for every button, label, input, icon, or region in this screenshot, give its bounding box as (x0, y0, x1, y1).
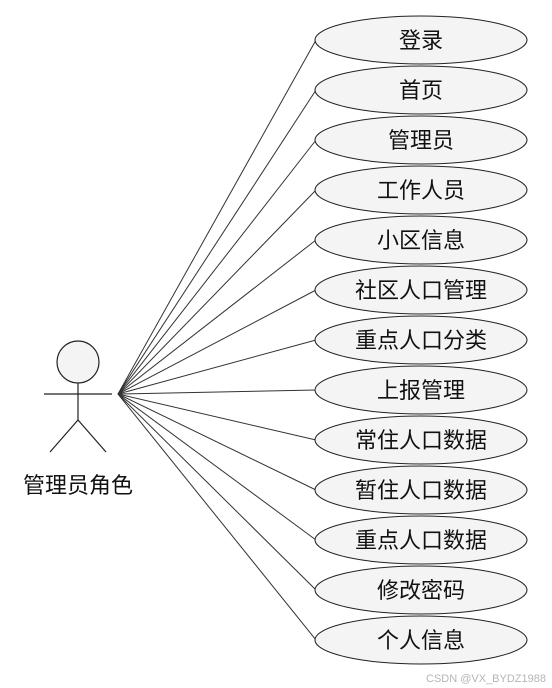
use-case-label: 上报管理 (377, 379, 465, 404)
association-lines (117, 39, 317, 641)
association-line-5 (117, 239, 317, 395)
association-line-4 (117, 189, 317, 395)
actor-left-leg (49, 419, 79, 453)
use-case-label: 社区人口管理 (355, 279, 487, 304)
use-case-ellipse (314, 365, 528, 415)
actor-head (56, 340, 100, 384)
actor-right-leg (77, 419, 107, 453)
watermark: CSDN @VX_BYDZ1988 (426, 673, 546, 685)
use-cases: 登录首页管理员工作人员小区信息社区人口管理重点人口分类上报管理常住人口数据暂住人… (314, 15, 528, 665)
use-case-label: 管理员 (388, 129, 454, 154)
use-case-label: 小区信息 (377, 229, 465, 254)
use-case-2: 首页 (314, 65, 528, 115)
use-case-label: 登录 (399, 29, 443, 54)
association-line-1 (117, 39, 317, 395)
use-case-label: 个人信息 (377, 629, 465, 654)
use-case-12: 修改密码 (314, 565, 528, 615)
use-case-label: 常住人口数据 (355, 429, 487, 454)
use-case-ellipse (314, 15, 528, 65)
association-line-3 (117, 139, 317, 395)
use-case-ellipse (314, 115, 528, 165)
association-line-6 (117, 289, 317, 395)
use-case-label: 修改密码 (377, 579, 465, 604)
use-case-label: 重点人口分类 (355, 329, 487, 354)
use-case-ellipse (314, 315, 528, 365)
association-line-11 (117, 393, 317, 541)
use-case-ellipse (314, 465, 528, 515)
association-line-9 (117, 393, 317, 441)
use-case-11: 重点人口数据 (314, 515, 528, 565)
use-case-6: 社区人口管理 (314, 265, 528, 315)
actor-label: 管理员角色 (23, 474, 133, 499)
use-case-1: 登录 (314, 15, 528, 65)
use-case-ellipse (314, 565, 528, 615)
association-line-13 (117, 393, 317, 641)
use-case-13: 个人信息 (314, 615, 528, 665)
use-case-ellipse (314, 265, 528, 315)
actor-figure: 管理员角色 (23, 340, 133, 499)
association-line-8 (117, 389, 317, 395)
use-case-10: 暂住人口数据 (314, 465, 528, 515)
use-case-ellipse (314, 415, 528, 465)
use-case-ellipse (314, 615, 528, 665)
use-case-ellipse (314, 215, 528, 265)
association-line-7 (117, 339, 317, 395)
association-line-2 (117, 89, 317, 395)
association-line-10 (117, 393, 317, 491)
use-case-label: 暂住人口数据 (355, 479, 487, 504)
use-case-ellipse (314, 65, 528, 115)
use-case-ellipse (314, 515, 528, 565)
use-case-3: 管理员 (314, 115, 528, 165)
use-case-7: 重点人口分类 (314, 315, 528, 365)
use-case-label: 重点人口数据 (355, 529, 487, 554)
use-case-9: 常住人口数据 (314, 415, 528, 465)
use-case-8: 上报管理 (314, 365, 528, 415)
use-case-label: 首页 (399, 79, 443, 104)
use-case-5: 小区信息 (314, 215, 528, 265)
use-case-ellipse (314, 165, 528, 215)
use-case-label: 工作人员 (377, 179, 465, 204)
use-case-4: 工作人员 (314, 165, 528, 215)
association-line-12 (117, 393, 317, 591)
